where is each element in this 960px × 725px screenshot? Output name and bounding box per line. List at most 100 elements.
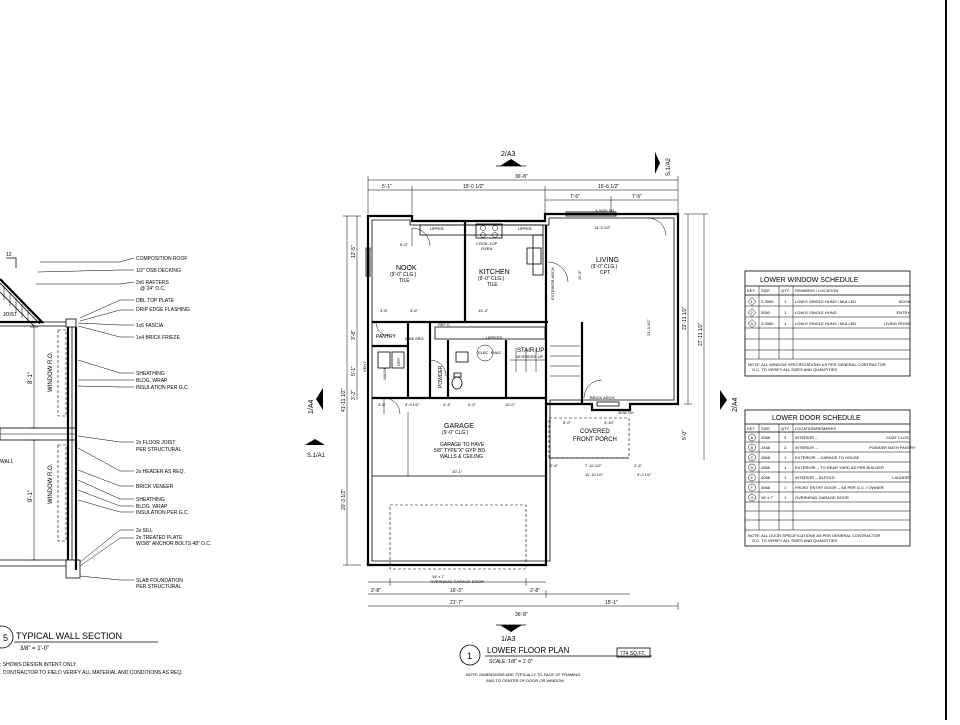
label-wash: WASH	[382, 368, 387, 380]
wall-label: WALL	[0, 459, 14, 465]
door-row-remarks: EXTERIOR -- TO REAR YARD AS PER BUILDER	[795, 465, 884, 470]
window-row-location: LIVING ROOM	[884, 321, 911, 326]
door-row-key: A	[751, 435, 754, 440]
note-anchor-bolts: W/3/8" ANCHOR BOLTS 48" O.C.	[136, 541, 211, 547]
window-row-qty: 1	[784, 321, 787, 326]
door-row-remarks: EXTERIOR -- GARAGE TO HOUSE	[795, 455, 860, 460]
label-window-entry: 3030 SH	[618, 410, 634, 415]
door-row-size: 2868	[761, 465, 771, 470]
garage-note-2: 5/8" TYPE"X" GYP. BD.	[434, 448, 486, 454]
door-row-key: C	[751, 455, 754, 460]
section-marker-left: 1/A4	[308, 399, 315, 414]
inner-dim-14: 4'-10"	[604, 420, 615, 425]
window-schedule-note-1: NOTE: ALL WINDOW SPECIFICATIONS AS PER G…	[748, 362, 886, 367]
door-row-qty: 1	[784, 495, 787, 500]
window-row-key: 1	[751, 299, 754, 304]
door-row-location: COAT CLOS.	[886, 435, 910, 440]
room-kitchen-ceiling: (9'-0" CLG.)	[478, 276, 505, 282]
inner-dim-3: 11'-9"	[577, 270, 582, 280]
note-frieze: 1x4 BRICK FRIEZE	[136, 335, 181, 341]
dim-top-3: 15'-6 1/2"	[598, 184, 619, 190]
inner-dim-7: 4'-4"	[443, 402, 452, 407]
window-row-qty: 1	[784, 310, 787, 315]
door-schedule-title: LOWER DOOR SCHEDULE	[772, 415, 861, 422]
room-kitchen-finish: TILE	[487, 282, 498, 288]
plan-note-2: AND TO CENTER OF DOOR OR WINDOW	[486, 678, 564, 683]
room-living-finish: CPT.	[600, 270, 611, 276]
window-schedule-note-2: G.C. TO VERIFY ALL SIZES AND QUANTITIES	[752, 367, 838, 372]
inner-dim-1: 6'-0"	[400, 242, 409, 247]
door-schedule: LOWER DOOR SCHEDULE KEY SIZE QTY. LOCATI…	[744, 409, 916, 547]
inner-dim-8: 20'-1"	[452, 469, 463, 474]
plan-number: 1	[467, 651, 472, 661]
dim-left-3: 5'-1"	[351, 366, 357, 376]
dim-left-1: 12'-5"	[351, 245, 357, 258]
wall-section-scale: 3/8" = 1'-0"	[20, 646, 49, 652]
door-row-qty: 1	[784, 485, 787, 490]
window-schedule-title: LOWER WINDOW SCHEDULE	[760, 277, 859, 284]
inner-dim-15: 14'-9 1/2"	[594, 225, 611, 230]
note-rafters: 2x6 RAFTERS	[136, 280, 169, 286]
door-header-remarks: LOCATION/REMARKS	[795, 426, 836, 431]
section-marker-s1-left: S.1/A1	[307, 453, 326, 459]
door-row-size: 2068	[761, 435, 771, 440]
door-header-key: KEY	[747, 426, 755, 431]
door-row-key: D	[751, 465, 754, 470]
inner-dim-6: 3'-6"	[410, 308, 419, 313]
upper-window	[57, 329, 67, 417]
section-marker-bottom: 1/A3	[501, 636, 516, 643]
note-wrap-1: BLDG. WRAP	[136, 378, 168, 384]
label-powder: POWDER	[438, 365, 444, 388]
room-nook-finish: TILE	[399, 278, 410, 284]
roof-slope: 12	[6, 252, 12, 258]
section-marker-s1-top: S.1/A2	[666, 157, 672, 176]
note-rafters-oc: @ 24" O.C.	[140, 286, 165, 292]
note-sill: 2x SILL	[136, 528, 153, 534]
door-row-remarks: INTERIOR --	[795, 445, 819, 450]
window-row-key: 2	[751, 310, 754, 315]
door-row-qty: 1	[784, 475, 787, 480]
note-roof: COMPOSITION ROOF	[136, 256, 187, 262]
label-overhead-door-sub: OVERHEAD GARAGE DOOR	[430, 579, 484, 584]
inner-dim-17: 3'-9 1/2"	[405, 402, 420, 407]
label-stair-up: STAIR UP	[517, 348, 544, 354]
dim-left-4: 3'-2"	[351, 390, 357, 400]
label-stair-sub: 18 RISERS UP	[516, 354, 543, 359]
door-schedule-note-1: NOTE: ALL DOOR SPECIFICATIONS AS PER GEN…	[748, 533, 880, 538]
wall-section-number: 5	[3, 633, 8, 643]
note-slab: SLAB FOUNDATION	[136, 578, 183, 584]
door-row-size: 2868	[761, 455, 771, 460]
door-schedule-note-2: G.C. TO VERIFY ALL SIZES AND QUANTITIES	[752, 538, 838, 543]
plan-title: LOWER FLOOR PLAN	[487, 646, 569, 655]
label-cooktop: COOK-TOP	[476, 241, 498, 246]
room-garage: GARAGE	[444, 423, 474, 430]
wall-section: 12 JOIST WALL 8'-1" 9'-1" WINDOW R.O. WI…	[0, 252, 211, 676]
dim-bottom-2: 16'-3"	[450, 588, 463, 594]
door-key-marker	[748, 483, 756, 492]
door-row-remarks: INTERIOR --	[795, 435, 819, 440]
inner-dim-9: 7'-10 1/2"	[585, 463, 602, 468]
note-sheathing-2: SHEATHING	[136, 497, 165, 503]
room-living-ceiling: (9'-0" CLG.)	[591, 264, 618, 270]
section-marker-top: 2/A3	[501, 151, 516, 158]
window-header-qty: QTY.	[781, 288, 790, 293]
door-row-qty: 3	[784, 445, 787, 450]
door-row-size: 3068	[761, 485, 771, 490]
dim-top-2: 15'-0 1/2"	[463, 184, 484, 190]
dim-right-3: 5'-0"	[682, 430, 688, 440]
label-srg: 2868 SRG	[405, 336, 424, 341]
wall-note-1: : SHOWS DESIGN INTENT ONLY	[0, 662, 77, 668]
dim-top-1: 5'-1"	[382, 184, 392, 190]
window-row-remarks: LOW-E SINGLE HUNG	[795, 310, 837, 315]
door-row-key: B	[751, 445, 754, 450]
window-key-marker	[747, 308, 757, 317]
dim-top-overall: 36'-8"	[515, 174, 528, 180]
door-header-size: SIZE	[761, 426, 770, 431]
door-row-remarks: INTERIOR -- BI-FOLD	[795, 475, 835, 480]
garage-note-3: WALLS & CEILING	[440, 454, 483, 460]
room-kitchen: KITCHEN	[479, 269, 510, 276]
inner-dim-19: 10'-0"	[505, 402, 516, 407]
inner-dim-2: 13'-3"	[478, 308, 489, 313]
dim-bottom-3: 2'-8"	[530, 588, 540, 594]
note-top-plate: DBL.TOP PLATE	[136, 298, 175, 304]
